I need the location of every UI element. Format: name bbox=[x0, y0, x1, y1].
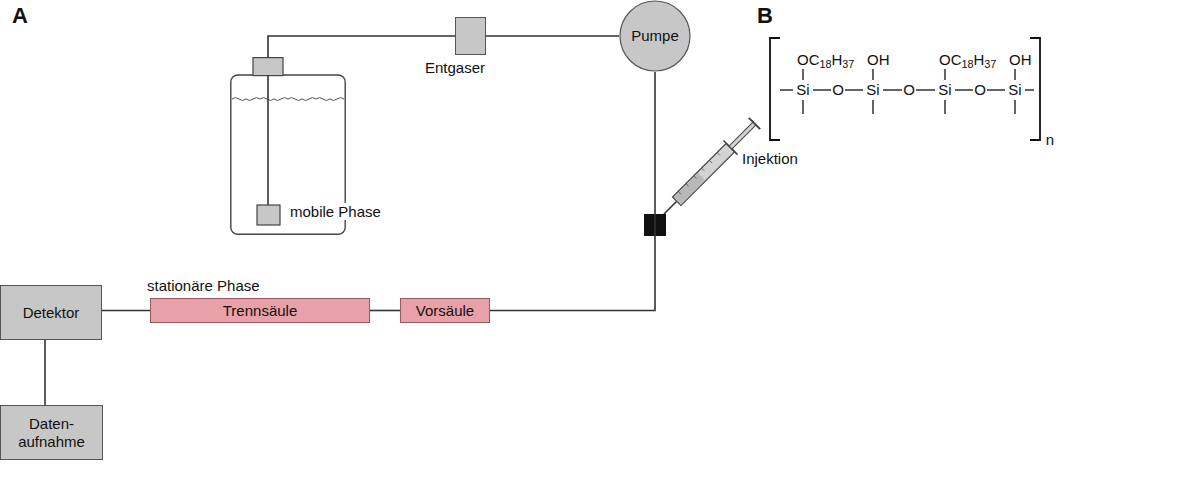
suction-tube bbox=[267, 75, 269, 205]
bond bbox=[802, 69, 803, 80]
bond bbox=[845, 89, 863, 90]
inlet-filter bbox=[257, 205, 280, 225]
syringe-needle bbox=[664, 201, 677, 214]
syringe-tick bbox=[701, 168, 704, 171]
bond bbox=[780, 89, 793, 90]
precolumn-box: Vorsäule bbox=[400, 298, 490, 323]
detector-label: Detektor bbox=[19, 304, 84, 321]
tubing-line bbox=[44, 340, 46, 405]
syringe-tick bbox=[686, 184, 689, 187]
tubing-line bbox=[102, 310, 150, 312]
syringe-plunger bbox=[729, 122, 756, 149]
bond bbox=[944, 69, 945, 80]
bond bbox=[916, 89, 935, 90]
liquid-surface bbox=[232, 98, 344, 101]
bond bbox=[872, 69, 873, 80]
syringe-fluid bbox=[674, 173, 705, 204]
syringe-tick bbox=[717, 152, 720, 155]
data-box: Daten- aufnahme bbox=[0, 405, 103, 460]
substituent-label: OH bbox=[1009, 51, 1032, 68]
atom-label: Si bbox=[938, 81, 951, 98]
tubing-line bbox=[370, 310, 400, 312]
bond bbox=[955, 89, 973, 90]
bond bbox=[1025, 89, 1034, 90]
atom-label: Si bbox=[796, 81, 809, 98]
atom-label: O bbox=[903, 81, 915, 98]
pump-circle: Pumpe bbox=[619, 0, 691, 72]
syringe-tick bbox=[709, 160, 712, 163]
column-box: stationäre PhaseTrennsäule bbox=[150, 298, 370, 323]
bond bbox=[802, 100, 803, 114]
substituent-label: OC18H37 bbox=[797, 51, 854, 68]
pump-label: Pumpe bbox=[627, 27, 683, 44]
bottle-label: mobile Phase bbox=[288, 203, 383, 220]
chemical-bonds bbox=[780, 69, 1034, 114]
data-label: Daten- aufnahme bbox=[1, 415, 102, 450]
bond bbox=[872, 100, 873, 114]
bond bbox=[883, 89, 902, 90]
tubing-line bbox=[490, 72, 655, 311]
syringe-thumb bbox=[749, 118, 760, 129]
degasser-label: Entgaser bbox=[425, 59, 485, 76]
atom-label: Si bbox=[1008, 81, 1021, 98]
bond bbox=[1014, 69, 1015, 80]
substituent-label: OH bbox=[867, 51, 890, 68]
pump-shape bbox=[620, 1, 690, 71]
polymer-bracket bbox=[1030, 38, 1040, 140]
tubing-line bbox=[268, 36, 455, 57]
solvent-bottle: mobile Phase bbox=[230, 57, 346, 235]
bond bbox=[944, 100, 945, 114]
syringe-barrel bbox=[672, 143, 734, 205]
bond bbox=[1014, 100, 1015, 114]
bond bbox=[987, 89, 1005, 90]
tubing-line bbox=[486, 35, 619, 37]
polymer-bracket bbox=[770, 38, 780, 140]
syringe bbox=[657, 116, 762, 221]
precolumn-label: Vorsäule bbox=[412, 302, 478, 319]
repeat-index: n bbox=[1046, 131, 1054, 148]
bottle-cap bbox=[253, 58, 283, 76]
panel-letter: A bbox=[12, 3, 28, 28]
panel-letter: B bbox=[757, 3, 773, 28]
phase-heading: stationäre Phase bbox=[147, 277, 260, 294]
atom-label: O bbox=[832, 81, 844, 98]
degasser-box: Entgaser bbox=[455, 17, 486, 55]
injection-label: Injektion bbox=[742, 150, 798, 167]
atom-label: O bbox=[974, 81, 986, 98]
bond bbox=[813, 89, 831, 90]
atom-label: Si bbox=[866, 81, 879, 98]
detector-box: Detektor bbox=[0, 285, 102, 340]
syringe-tick bbox=[678, 191, 681, 194]
column-label: Trennsäule bbox=[219, 302, 302, 319]
substituent-label: OC18H37 bbox=[939, 51, 996, 68]
syringe-tick bbox=[694, 176, 697, 179]
